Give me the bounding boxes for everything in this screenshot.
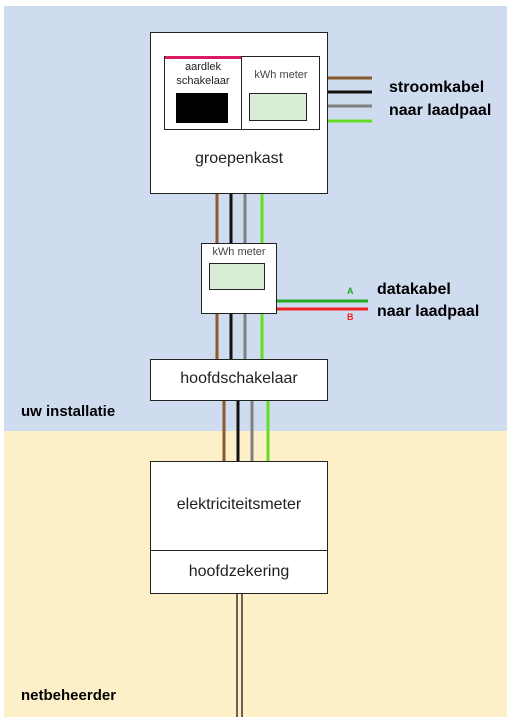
groepenkast-label: groepenkast <box>194 150 284 167</box>
rcd-label-line2: schakelaar <box>176 75 230 87</box>
rcd-switch <box>176 93 228 123</box>
hoofdzekering-box <box>150 550 328 594</box>
elektriciteitsmeter-label: elektriciteitsmeter <box>176 496 302 513</box>
data-wire-a-label: A <box>347 286 354 296</box>
rcd-divider <box>241 56 242 130</box>
rcd-top-bar <box>165 56 241 59</box>
power-cable-label-line2: naar laadpaal <box>389 102 492 119</box>
hoofdzekering-label: hoofdzekering <box>188 563 290 580</box>
rcd-label-line1: aardlek <box>184 61 222 73</box>
data-wire-b-label: B <box>347 312 354 322</box>
sub-meter-display <box>209 263 265 290</box>
hoofdschakelaar-label: hoofdschakelaar <box>180 370 298 387</box>
elektriciteitsmeter-box <box>150 461 328 551</box>
installation-zone-label: uw installatie <box>21 403 116 420</box>
data-cable-label-line2: naar laadpaal <box>377 303 480 320</box>
hoofdschakelaar-box <box>150 359 328 401</box>
sub-meter-label: kWh meter <box>212 246 266 258</box>
groepenkast-meter-label: kWh meter <box>254 69 308 81</box>
power-cable-label-line1: stroomkabel <box>389 79 485 96</box>
groepenkast-meter-display <box>249 93 307 121</box>
data-cable-label-line1: datakabel <box>377 281 451 298</box>
grid-operator-zone-label: netbeheerder <box>21 687 117 704</box>
